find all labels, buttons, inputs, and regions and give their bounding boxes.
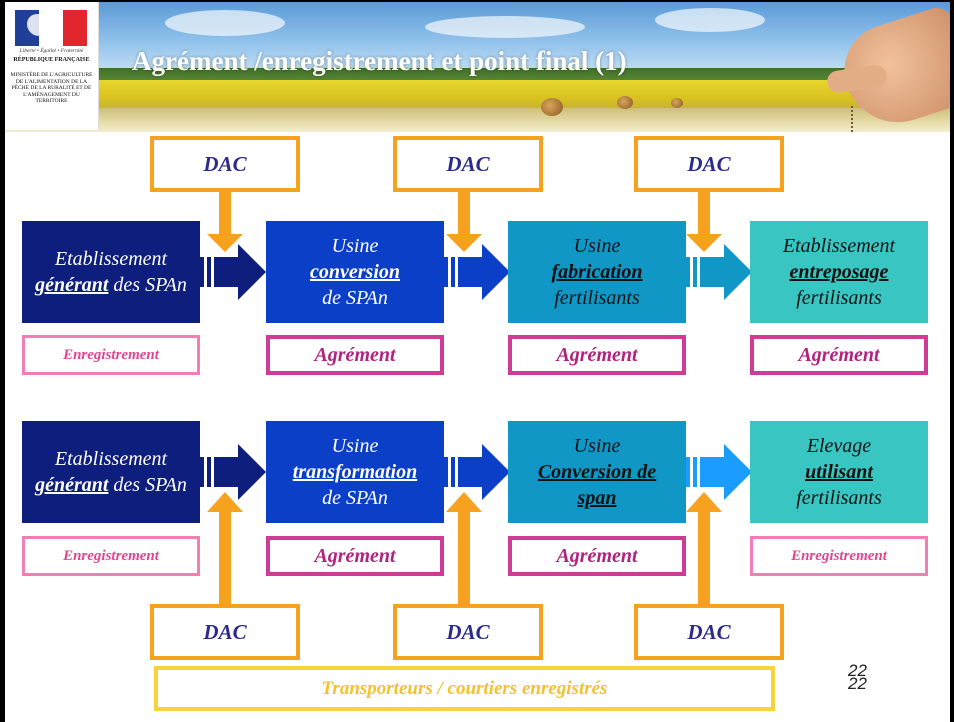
status-enregistrement: Enregistrement — [22, 335, 200, 375]
header-banner — [5, 2, 950, 132]
dac-box: DAC — [634, 604, 784, 660]
dac-down-arrow — [446, 192, 482, 252]
status-enregistrement: Enregistrement — [22, 536, 200, 576]
hay-bale-icon — [617, 96, 633, 109]
status-agrement: Agrément — [508, 536, 686, 576]
dac-down-arrow — [686, 192, 722, 252]
row1-flow-arrow-1 — [200, 244, 266, 300]
row1-flow-arrow-2 — [444, 244, 510, 300]
dac-box: DAC — [150, 604, 300, 660]
slide-title: Agrément /enregistrement et point final … — [132, 46, 627, 76]
marianne-icon — [27, 14, 49, 36]
page-number: 22 22 — [848, 661, 867, 693]
hay-bale-icon — [541, 98, 563, 116]
status-agrement: Agrément — [266, 536, 444, 576]
hay-bale-icon — [671, 98, 683, 108]
logo-ministry: MINISTÈRE DE L'AGRICULTURE DE L'ALIMENTA… — [10, 72, 93, 105]
transporteurs-box: Transporteurs / courtiers enregistrés — [154, 666, 775, 711]
status-agrement: Agrément — [508, 335, 686, 375]
dac-up-arrow — [686, 492, 722, 604]
logo-motto: Liberté • Égalité • Fraternité — [19, 48, 84, 54]
ministry-logo: Liberté • Égalité • Fraternité RÉPUBLIQU… — [5, 2, 99, 130]
dac-box: DAC — [634, 136, 784, 192]
row2-flow-arrow-3 — [686, 444, 752, 500]
status-agrement: Agrément — [266, 335, 444, 375]
row2-flow-arrow-1 — [200, 444, 266, 500]
dac-up-arrow — [446, 492, 482, 604]
row1-flow-arrow-3 — [686, 244, 752, 300]
row2-flow-arrow-2 — [444, 444, 510, 500]
dac-box: DAC — [393, 604, 543, 660]
dac-down-arrow — [207, 192, 243, 252]
dac-box: DAC — [150, 136, 300, 192]
status-agrement: Agrément — [750, 335, 928, 375]
dac-box: DAC — [393, 136, 543, 192]
dac-up-arrow — [207, 492, 243, 604]
logo-republic: RÉPUBLIQUE FRANÇAISE — [13, 57, 90, 63]
status-enregistrement: Enregistrement — [750, 536, 928, 576]
